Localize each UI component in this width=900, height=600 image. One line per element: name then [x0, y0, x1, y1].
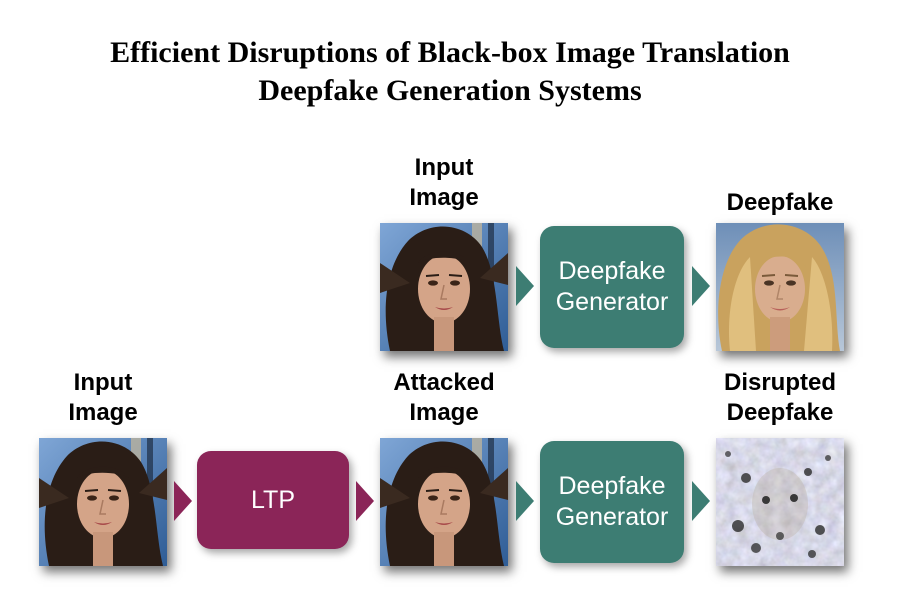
top-input-image: [380, 223, 508, 351]
top-input-label: Input Image: [409, 154, 479, 211]
disrupted-deepfake-label: Disrupted Deepfake: [723, 369, 836, 426]
arrow-right-icon: [692, 481, 710, 521]
figure-title: Efficient Disruptions of Black-box Image…: [0, 34, 900, 110]
face-brunette-image: [39, 438, 167, 566]
arrow-right-icon: [516, 266, 534, 306]
arrow-right-icon: [516, 481, 534, 521]
ltp-box: LTP: [197, 451, 349, 549]
attacked-image: [380, 438, 508, 566]
top-deepfake-image: [716, 223, 844, 351]
bottom-input-image: [39, 438, 167, 566]
title-line-1: Efficient Disruptions of Black-box Image…: [110, 36, 790, 69]
arrow-right-icon: [356, 481, 374, 521]
noise-image: [716, 438, 844, 566]
bottom-deepfake-generator-box: Deepfake Generator: [540, 441, 684, 563]
disrupted-deepfake-image: [716, 438, 844, 566]
top-deepfake-generator-box: Deepfake Generator: [540, 226, 684, 348]
face-blonde-image: [716, 223, 844, 351]
arrow-right-icon: [692, 266, 710, 306]
face-brunette-image: [380, 223, 508, 351]
face-brunette-image: [380, 438, 508, 566]
top-output-label: Deepfake: [726, 189, 834, 216]
arrow-right-icon: [174, 481, 192, 521]
title-line-2: Deepfake Generation Systems: [258, 74, 642, 107]
bottom-input-label: Input Image: [68, 369, 138, 426]
attacked-image-label: Attacked Image: [393, 369, 495, 426]
